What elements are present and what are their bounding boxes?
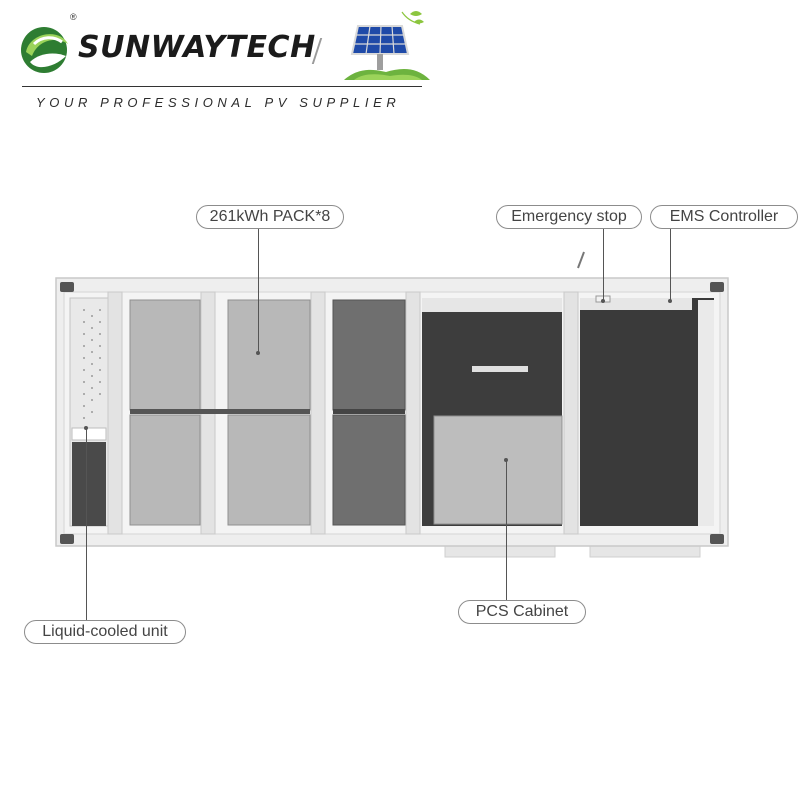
solar-illustration (340, 8, 432, 82)
cooling-vent-holes (83, 309, 101, 419)
registered-mark: ® (70, 12, 77, 22)
pcs-leader-line (506, 460, 507, 600)
ems-compartment (580, 298, 714, 526)
brand-name: SUNWAYTECH (78, 30, 316, 65)
battery-pack (227, 414, 311, 526)
liquid-cooled-marker-dot (84, 426, 88, 430)
ems-leader-line (670, 228, 671, 300)
battery-pack-group (129, 299, 406, 526)
ems-marker-dot (668, 299, 672, 303)
emergency-stop-leader-line (603, 228, 604, 300)
corner-casting (60, 534, 74, 544)
liquid-cooled-unit-label: Liquid-cooled unit (24, 620, 186, 644)
brand-logo (20, 22, 310, 78)
emergency-stop-marker-dot (601, 299, 605, 303)
battery-pack (332, 414, 406, 526)
corner-casting (710, 282, 724, 292)
battery-pack (129, 299, 201, 411)
pack-leader-line (258, 228, 259, 353)
pcs-marker-dot (504, 458, 508, 462)
pcs-cabinet-box (433, 415, 563, 525)
header-rule (22, 86, 422, 87)
pack-marker-dot (256, 351, 260, 355)
solar-panel-icon (344, 11, 430, 80)
corner-casting (60, 282, 74, 292)
battery-pack (332, 299, 406, 411)
battery-pack (227, 299, 311, 411)
sunwaytech-swoosh-icon (21, 27, 68, 73)
pcs-cabinet-label: PCS Cabinet (458, 600, 586, 624)
tagline: YOUR PROFESSIONAL PV SUPPLIER (36, 95, 401, 110)
liquid-cooled-leader-line (86, 428, 87, 620)
pcs-base-stand (444, 544, 556, 558)
pack-label: 261kWh PACK*8 (196, 205, 344, 229)
corner-casting (710, 534, 724, 544)
ems-controller-label: EMS Controller (650, 205, 798, 229)
ems-base-stand (589, 544, 701, 558)
battery-pack (129, 414, 201, 526)
emergency-stop-label: Emergency stop (496, 205, 642, 229)
